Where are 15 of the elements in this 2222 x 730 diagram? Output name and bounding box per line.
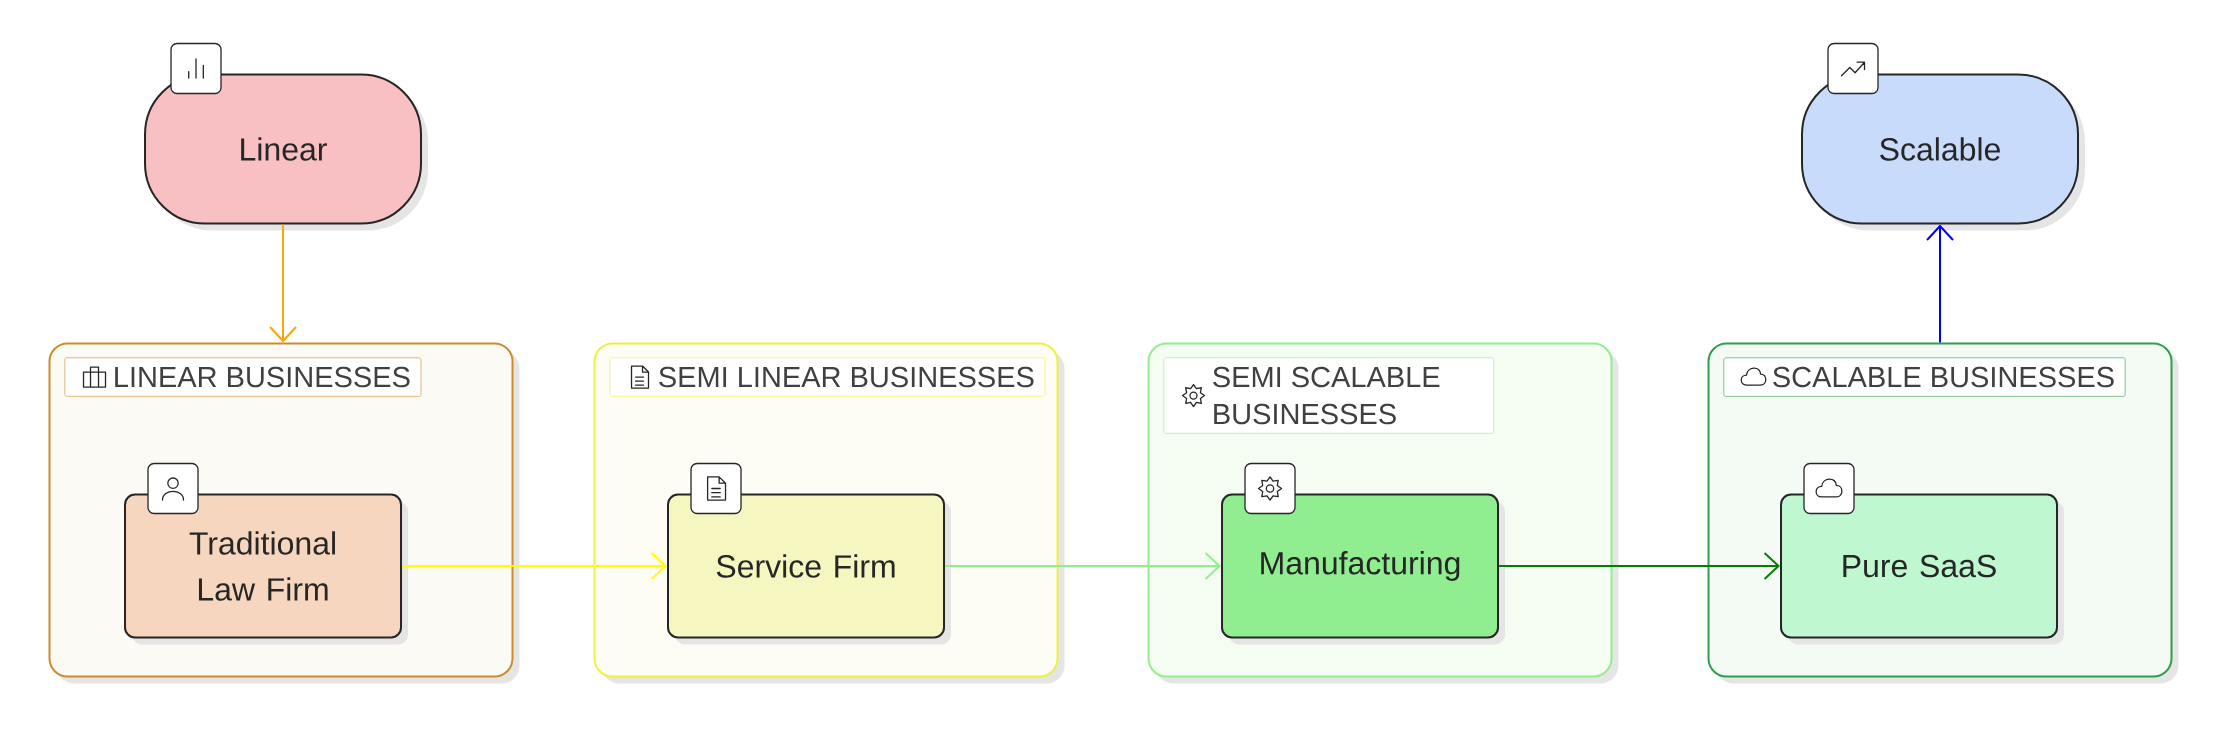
business-box: Service Firm — [667, 493, 951, 645]
category-pill: Linear — [144, 73, 428, 231]
arrow — [944, 552, 1221, 580]
category-pill: Scalable — [1801, 73, 2085, 231]
group-header: SCALABLE BUSINESSES — [1723, 357, 2126, 397]
group-header: SEMI SCALABLE BUSINESSES — [1163, 357, 1495, 434]
group-header: SEMI LINEAR BUSINESSES — [609, 357, 1046, 397]
group-header: LINEAR BUSINESSES — [64, 357, 422, 397]
arrow — [1926, 224, 1954, 344]
arrow — [269, 223, 297, 343]
business-box: Traditional Law Firm — [124, 493, 408, 645]
business-box: Pure SaaS — [1780, 493, 2064, 645]
arrow — [1498, 552, 1780, 580]
business-box: Manufacturing — [1221, 493, 1505, 645]
arrow — [401, 552, 667, 580]
